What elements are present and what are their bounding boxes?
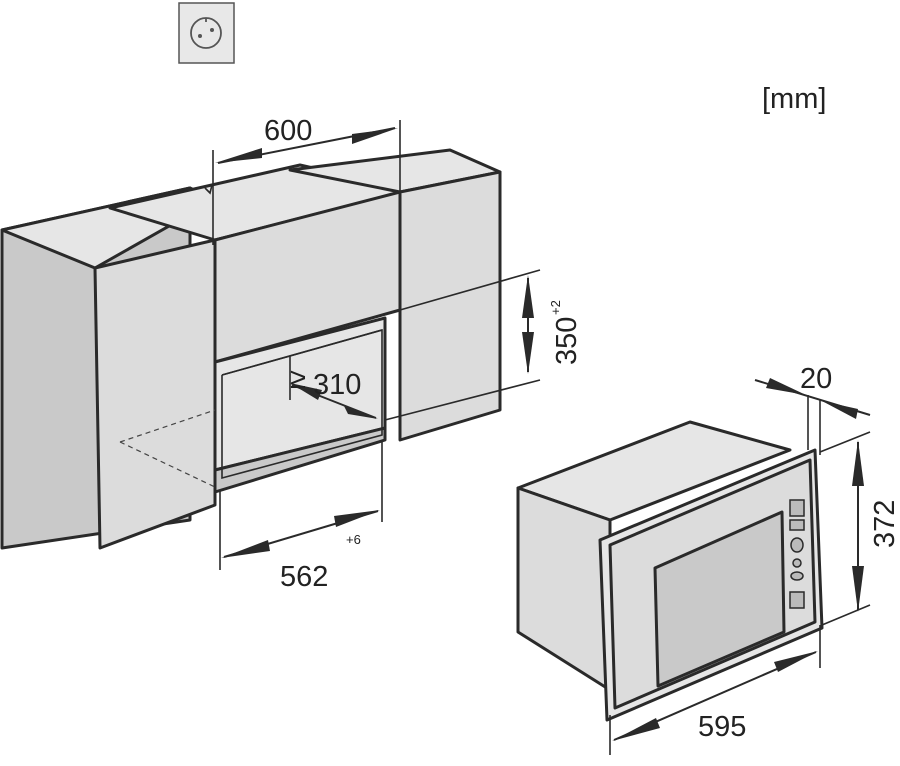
control-panel <box>789 499 805 609</box>
dimension-310-prefix: ≥ <box>290 363 306 395</box>
dimension-372-label: 372 <box>869 500 900 548</box>
power-socket-icon <box>178 2 235 64</box>
dimension-310: ≥ 310 <box>290 363 378 419</box>
dimension-595: 595 <box>609 625 821 755</box>
dimension-20: 20 <box>754 363 871 455</box>
cabinet-assembly <box>0 148 502 550</box>
microwave-appliance <box>516 420 824 722</box>
dimension-372: 372 <box>819 431 900 626</box>
dimension-20-label: 20 <box>800 363 832 395</box>
dimension-600-label: 600 <box>264 115 312 147</box>
unit-label: [mm] <box>762 83 826 115</box>
dimension-350: 350 +2 <box>384 269 583 421</box>
dimension-562-tolerance: +6 <box>346 532 361 547</box>
dimension-350-label: 350 <box>551 317 583 365</box>
dimension-600: 600 <box>212 115 401 245</box>
dimension-595-label: 595 <box>698 711 746 743</box>
dimension-350-tolerance: +2 <box>548 300 563 315</box>
dimension-310-label: 310 <box>313 369 361 401</box>
dimension-562: 562 +6 <box>219 440 383 593</box>
dimension-562-label: 562 <box>280 561 328 593</box>
